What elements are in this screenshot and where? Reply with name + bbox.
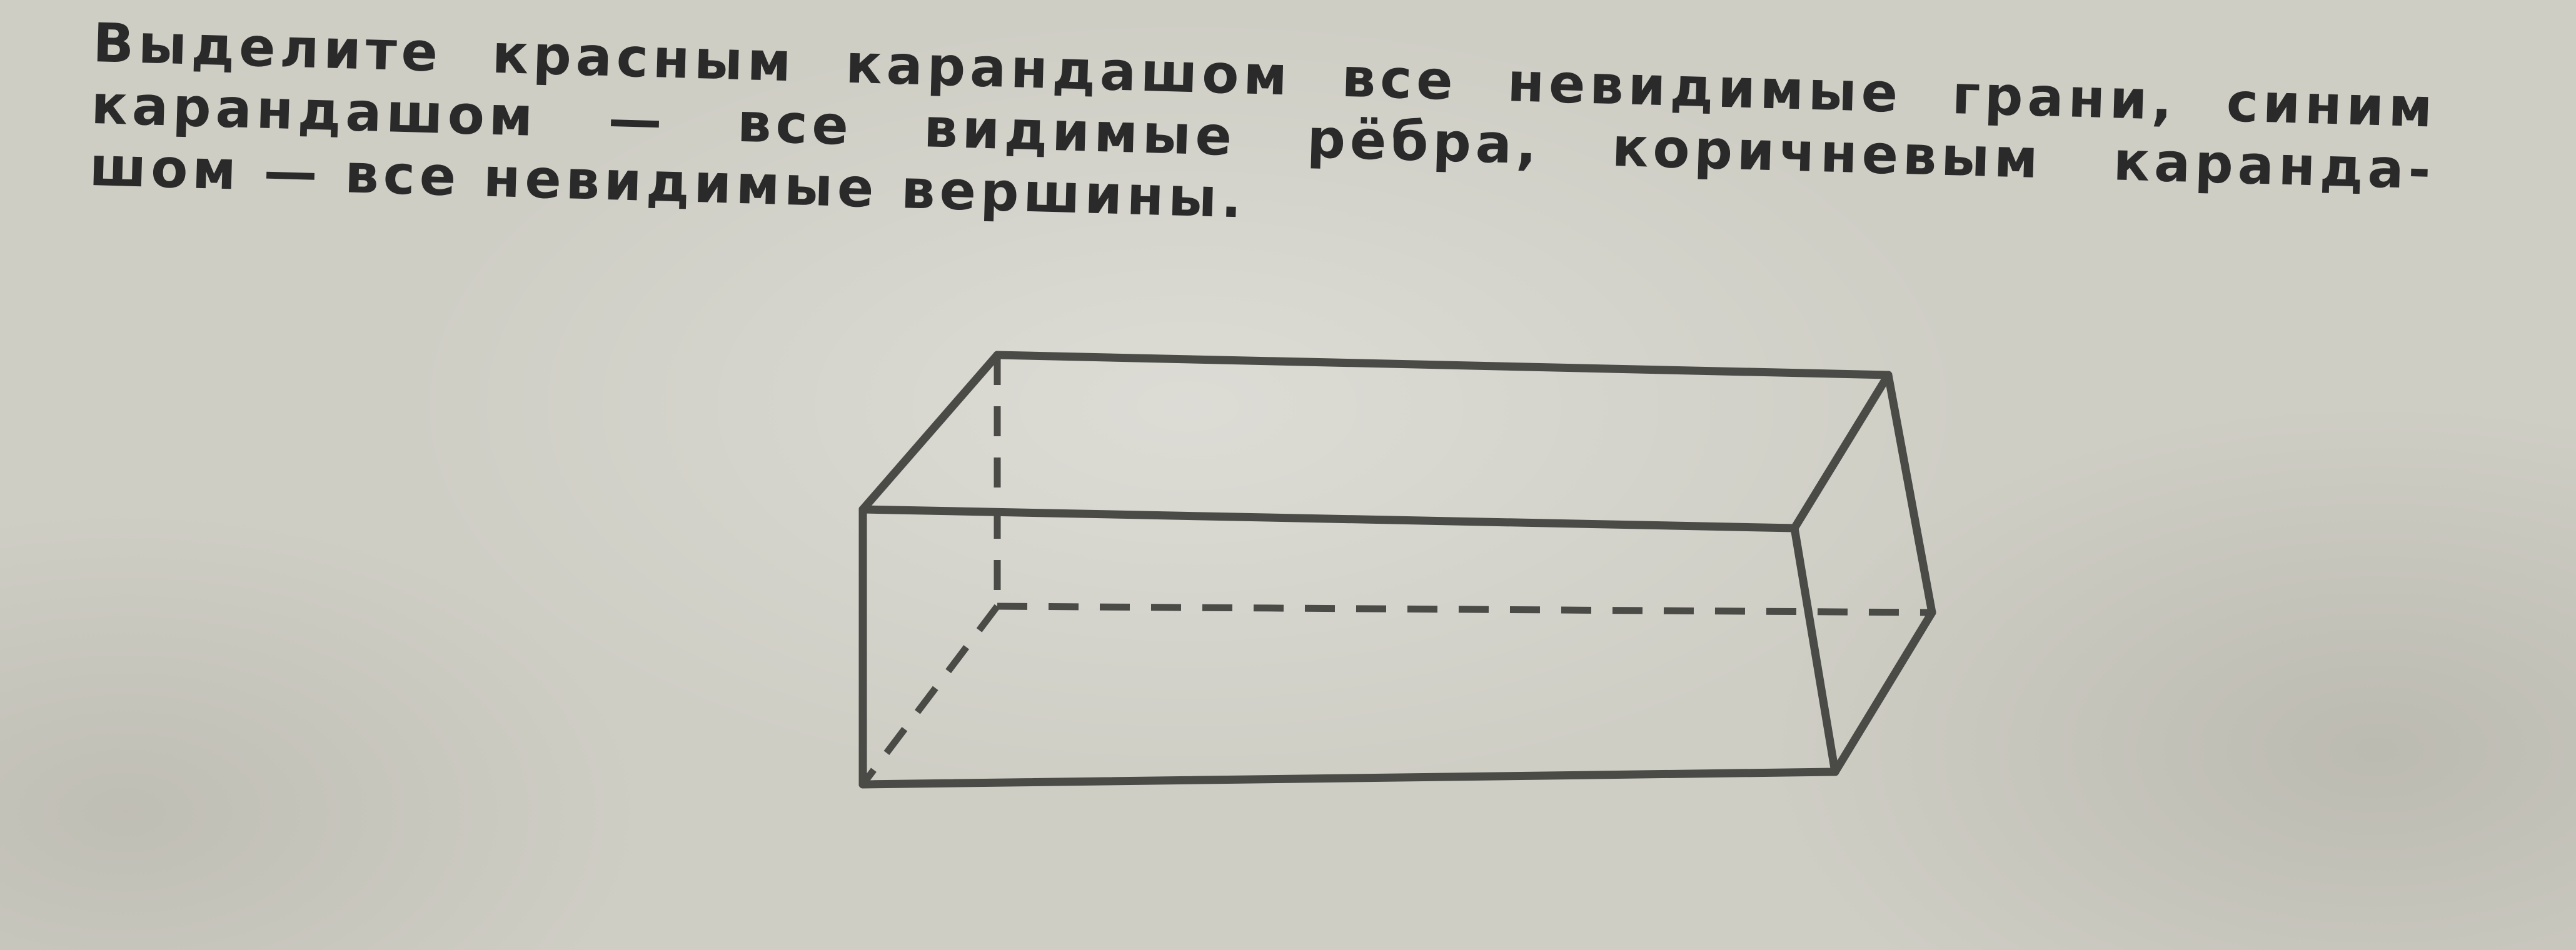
edge-back-top: [993, 351, 1893, 379]
edge-top-right-depth: [1790, 371, 1893, 532]
hidden-edge-bottom-left-depth: [860, 604, 1000, 787]
edge-top-left-depth: [858, 351, 1002, 514]
edge-front-right: [1790, 524, 1839, 776]
hidden-edge-back-bottom: [997, 602, 1933, 616]
edge-back-right: [1884, 371, 1936, 617]
edge-front-bottom: [858, 768, 1839, 789]
edge-front-top: [858, 505, 1799, 532]
edge-bottom-right-depth: [1831, 608, 1936, 776]
